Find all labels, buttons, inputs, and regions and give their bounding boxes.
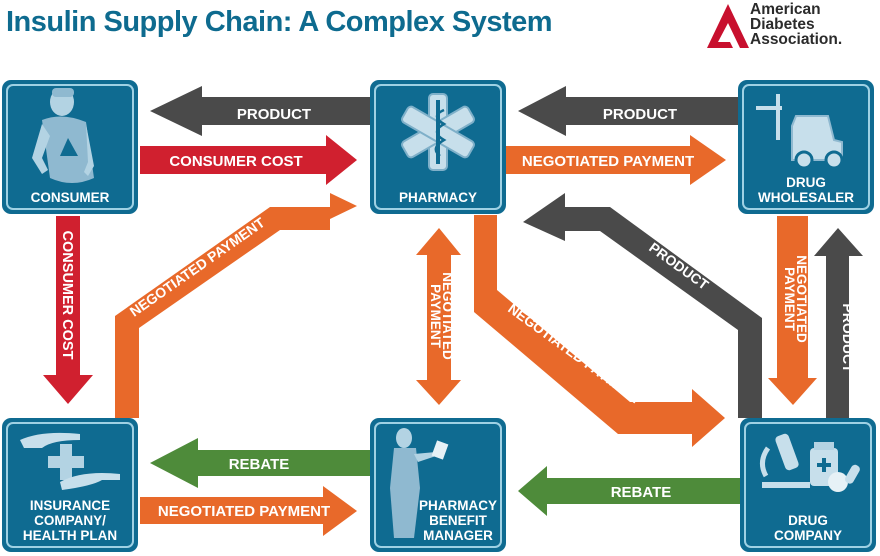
node-label-line: INSURANCE <box>29 498 111 513</box>
node-label: INSURANCE COMPANY/ HEALTH PLAN <box>2 498 138 543</box>
arrow-label-negotiated-payment: NEGOTIATED PAYMENT <box>522 153 694 170</box>
arrow-label-negotiated-payment: NEGOTIATED PAYMENT <box>127 214 268 320</box>
arrow-consumer-to-insurance: CONSUMER COST <box>43 216 93 404</box>
node-label-line: MANAGER <box>423 528 493 543</box>
arrow-pharmacy-pbm: NEGOTIATED PAYMENT <box>416 228 461 405</box>
arrow-label-negotiated: NEGOTIATED <box>440 272 455 360</box>
arrow-consumer-to-pharmacy: CONSUMER COST <box>140 135 357 185</box>
node-label: CONSUMER <box>30 190 110 205</box>
page-title: Insulin Supply Chain: A Complex System <box>6 6 553 38</box>
arrow-label-consumer-cost: CONSUMER COST <box>59 231 75 360</box>
forklift-icon <box>756 94 844 170</box>
arrow-label-payment: PAYMENT <box>782 267 797 332</box>
logo-line-3: Association. <box>750 31 843 48</box>
node-consumer[interactable]: CONSUMER <box>2 80 138 214</box>
node-label-line: BENEFIT <box>429 513 487 528</box>
arrow-insurance-to-pharmacy: NEGOTIATED PAYMENT <box>115 193 357 418</box>
node-label-line: WHOLESALER <box>758 190 854 205</box>
node-label-line: PHARMACY <box>418 498 497 513</box>
hands-cross-icon <box>20 432 120 490</box>
node-label-line: COMPANY/ <box>34 513 106 528</box>
arrow-insurance-to-pbm: NEGOTIATED PAYMENT <box>140 486 357 536</box>
person-icon <box>32 88 94 183</box>
logo-text: American Diabetes Association. <box>750 1 843 48</box>
arrow-label-rebate: REBATE <box>229 456 290 473</box>
node-border <box>742 84 870 210</box>
arrow-pharmacy-to-consumer: PRODUCT <box>150 86 370 136</box>
star-of-life-icon <box>401 93 475 171</box>
arrow-drug-company-to-pbm: REBATE <box>518 466 740 516</box>
arrow-wholesaler-to-drug-company: NEGOTIATED PAYMENT <box>768 216 817 405</box>
node-border <box>6 84 134 210</box>
node-drug-wholesaler[interactable]: DRUG WHOLESALER <box>738 80 874 214</box>
arrow-pbm-to-insurance: REBATE <box>150 438 370 488</box>
node-insurance-company[interactable]: INSURANCE COMPANY/ HEALTH PLAN <box>2 418 138 552</box>
node-border <box>374 84 502 210</box>
arrow-drug-company-to-pharmacy: PRODUCT <box>523 193 762 418</box>
arrow-label-product: PRODUCT <box>840 303 856 373</box>
node-label-line: DRUG <box>788 513 828 528</box>
node-label: DRUG WHOLESALER <box>738 175 874 205</box>
node-border <box>6 422 134 548</box>
ada-triangle-logo-icon <box>707 4 749 48</box>
arrow-label-negotiated: NEGOTIATED <box>794 255 809 343</box>
arrow-label-payment: PAYMENT <box>428 284 443 349</box>
node-pharmacy-benefit-manager[interactable]: PHARMACY BENEFIT MANAGER <box>370 418 506 552</box>
arrow-drug-company-to-wholesaler: PRODUCT <box>814 228 863 418</box>
node-label-line: COMPANY <box>773 528 842 543</box>
node-pharmacy[interactable]: PHARMACY <box>370 80 506 214</box>
logo-line-1: American <box>750 1 821 18</box>
arrow-label-product: PRODUCT <box>603 106 677 123</box>
node-label: PHARMACY <box>398 190 477 205</box>
arrow-label-product: PRODUCT <box>237 106 311 123</box>
microscope-pills-icon <box>760 433 860 492</box>
node-border <box>374 422 502 548</box>
arrow-pharmacy-to-wholesaler: NEGOTIATED PAYMENT <box>505 135 726 185</box>
logo-line-2: Diabetes <box>750 16 815 33</box>
node-label: DRUG COMPANY <box>740 513 876 543</box>
arrow-wholesaler-to-pharmacy: PRODUCT <box>518 86 738 136</box>
node-label-line: HEALTH PLAN <box>22 528 118 543</box>
node-border <box>744 422 872 548</box>
ada-logo: American Diabetes Association. <box>706 2 880 52</box>
node-label-line: DRUG <box>786 175 826 190</box>
arrow-label-negotiated-payment: NEGOTIATED PAYMENT <box>158 503 330 520</box>
node-label: PHARMACY BENEFIT MANAGER <box>410 498 506 543</box>
arrow-label-rebate: REBATE <box>611 484 672 501</box>
node-drug-company[interactable]: DRUG COMPANY <box>740 418 876 552</box>
businesswoman-icon <box>390 428 449 538</box>
arrow-pharmacy-to-drug-company: NEGOTIATED PAYMENT <box>474 215 725 447</box>
arrow-label-consumer-cost: CONSUMER COST <box>169 153 302 170</box>
